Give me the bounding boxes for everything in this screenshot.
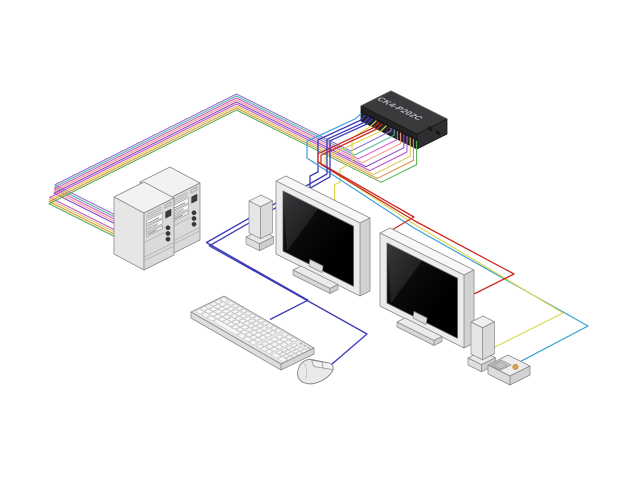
cable-bundle-wire-2 — [54, 95, 395, 221]
pc-tower-2-groove — [170, 231, 200, 246]
pc-tower-2-floppy-slot — [173, 214, 183, 220]
keyboard-right-face — [280, 347, 315, 371]
cable-bundle-wire-6 — [49, 103, 408, 234]
speaker-right-body-right-face — [482, 321, 495, 361]
pc-tower-1-vent-line — [146, 208, 162, 217]
cable-audio-monitor1 — [333, 119, 378, 209]
cable-mouse — [208, 117, 374, 365]
cable-video-monitor2-b — [320, 122, 515, 297]
pc-tower-1-vent-line — [146, 210, 162, 219]
cable-bundle-wire-7 — [48, 105, 411, 237]
pc-tower-2-vent-line — [172, 193, 188, 202]
pc-tower-2-cd-slot — [173, 202, 186, 209]
cable-bundle-wire-9 — [48, 109, 418, 241]
cable-keyboard — [205, 116, 371, 321]
pc-tower-1-badge — [164, 201, 172, 209]
pc-tower-2-button — [191, 216, 197, 221]
pc-tower-1-groove — [144, 242, 174, 258]
pc-tower-2-vent-line — [172, 191, 188, 200]
monitor-2-screen-sheen — [387, 243, 423, 303]
cable-remote-cyan — [306, 112, 589, 362]
mouse-button-seam — [321, 361, 324, 369]
monitor-2-stand-neck — [412, 311, 428, 325]
cable-bundle-wire-5 — [53, 101, 405, 228]
pc-tower-2-vent-line — [172, 195, 188, 204]
pc-tower-1-button — [165, 231, 171, 236]
monitor-1-screen — [282, 190, 354, 287]
cable-bundle-wire-3 — [53, 97, 398, 224]
keyboard-leds — [299, 342, 311, 349]
speaker-left-body-left-face — [248, 200, 261, 240]
pc-tower-2-button — [191, 210, 197, 216]
remote-switch-recess — [492, 361, 509, 370]
pc-tower-2-power-button — [191, 193, 198, 204]
remote-switch-body-right-face — [509, 365, 531, 386]
monitor-1-stand-base-right-face — [329, 284, 339, 294]
cable-bundle-wire-4 — [53, 99, 402, 226]
pc-tower-1-floppy-slot — [147, 229, 157, 235]
cable-video-monitor2-a — [317, 121, 415, 232]
speaker-left-base-right-face — [259, 236, 274, 252]
keyboard-keys — [194, 297, 308, 363]
pc-tower-1-cd-slot — [147, 217, 160, 224]
monitor-2-screen — [386, 242, 458, 339]
pc-tower-1-button — [165, 225, 171, 231]
monitor-1-stand-neck — [308, 259, 324, 273]
pc-tower-1-vent-line — [146, 206, 162, 215]
monitor-2-stand-base-right-face — [433, 336, 443, 346]
speaker-right-body-left-face — [470, 321, 483, 361]
pc-tower-1-button — [165, 236, 171, 242]
pc-tower-1-groove — [144, 232, 165, 243]
speaker-left-body-right-face — [260, 200, 273, 240]
pc-tower-1-power-button — [165, 208, 172, 219]
pc-tower-2-badge — [190, 186, 198, 194]
mouse-hump-shading — [303, 362, 307, 380]
pc-tower-1-bay-slot — [147, 223, 158, 230]
pc-tower-2-button — [191, 221, 197, 227]
monitor-1-screen-sheen — [283, 191, 319, 251]
cable-bundle-wire-1 — [54, 93, 392, 219]
monitor-1-side — [359, 217, 371, 297]
kvm-top-edge-highlight — [360, 90, 448, 120]
remote-switch-select-button — [512, 363, 519, 370]
pc-tower-1-groove — [144, 246, 174, 261]
pc-tower-1-cd-drive — [146, 212, 163, 227]
pc-tower-2-groove — [170, 227, 200, 243]
